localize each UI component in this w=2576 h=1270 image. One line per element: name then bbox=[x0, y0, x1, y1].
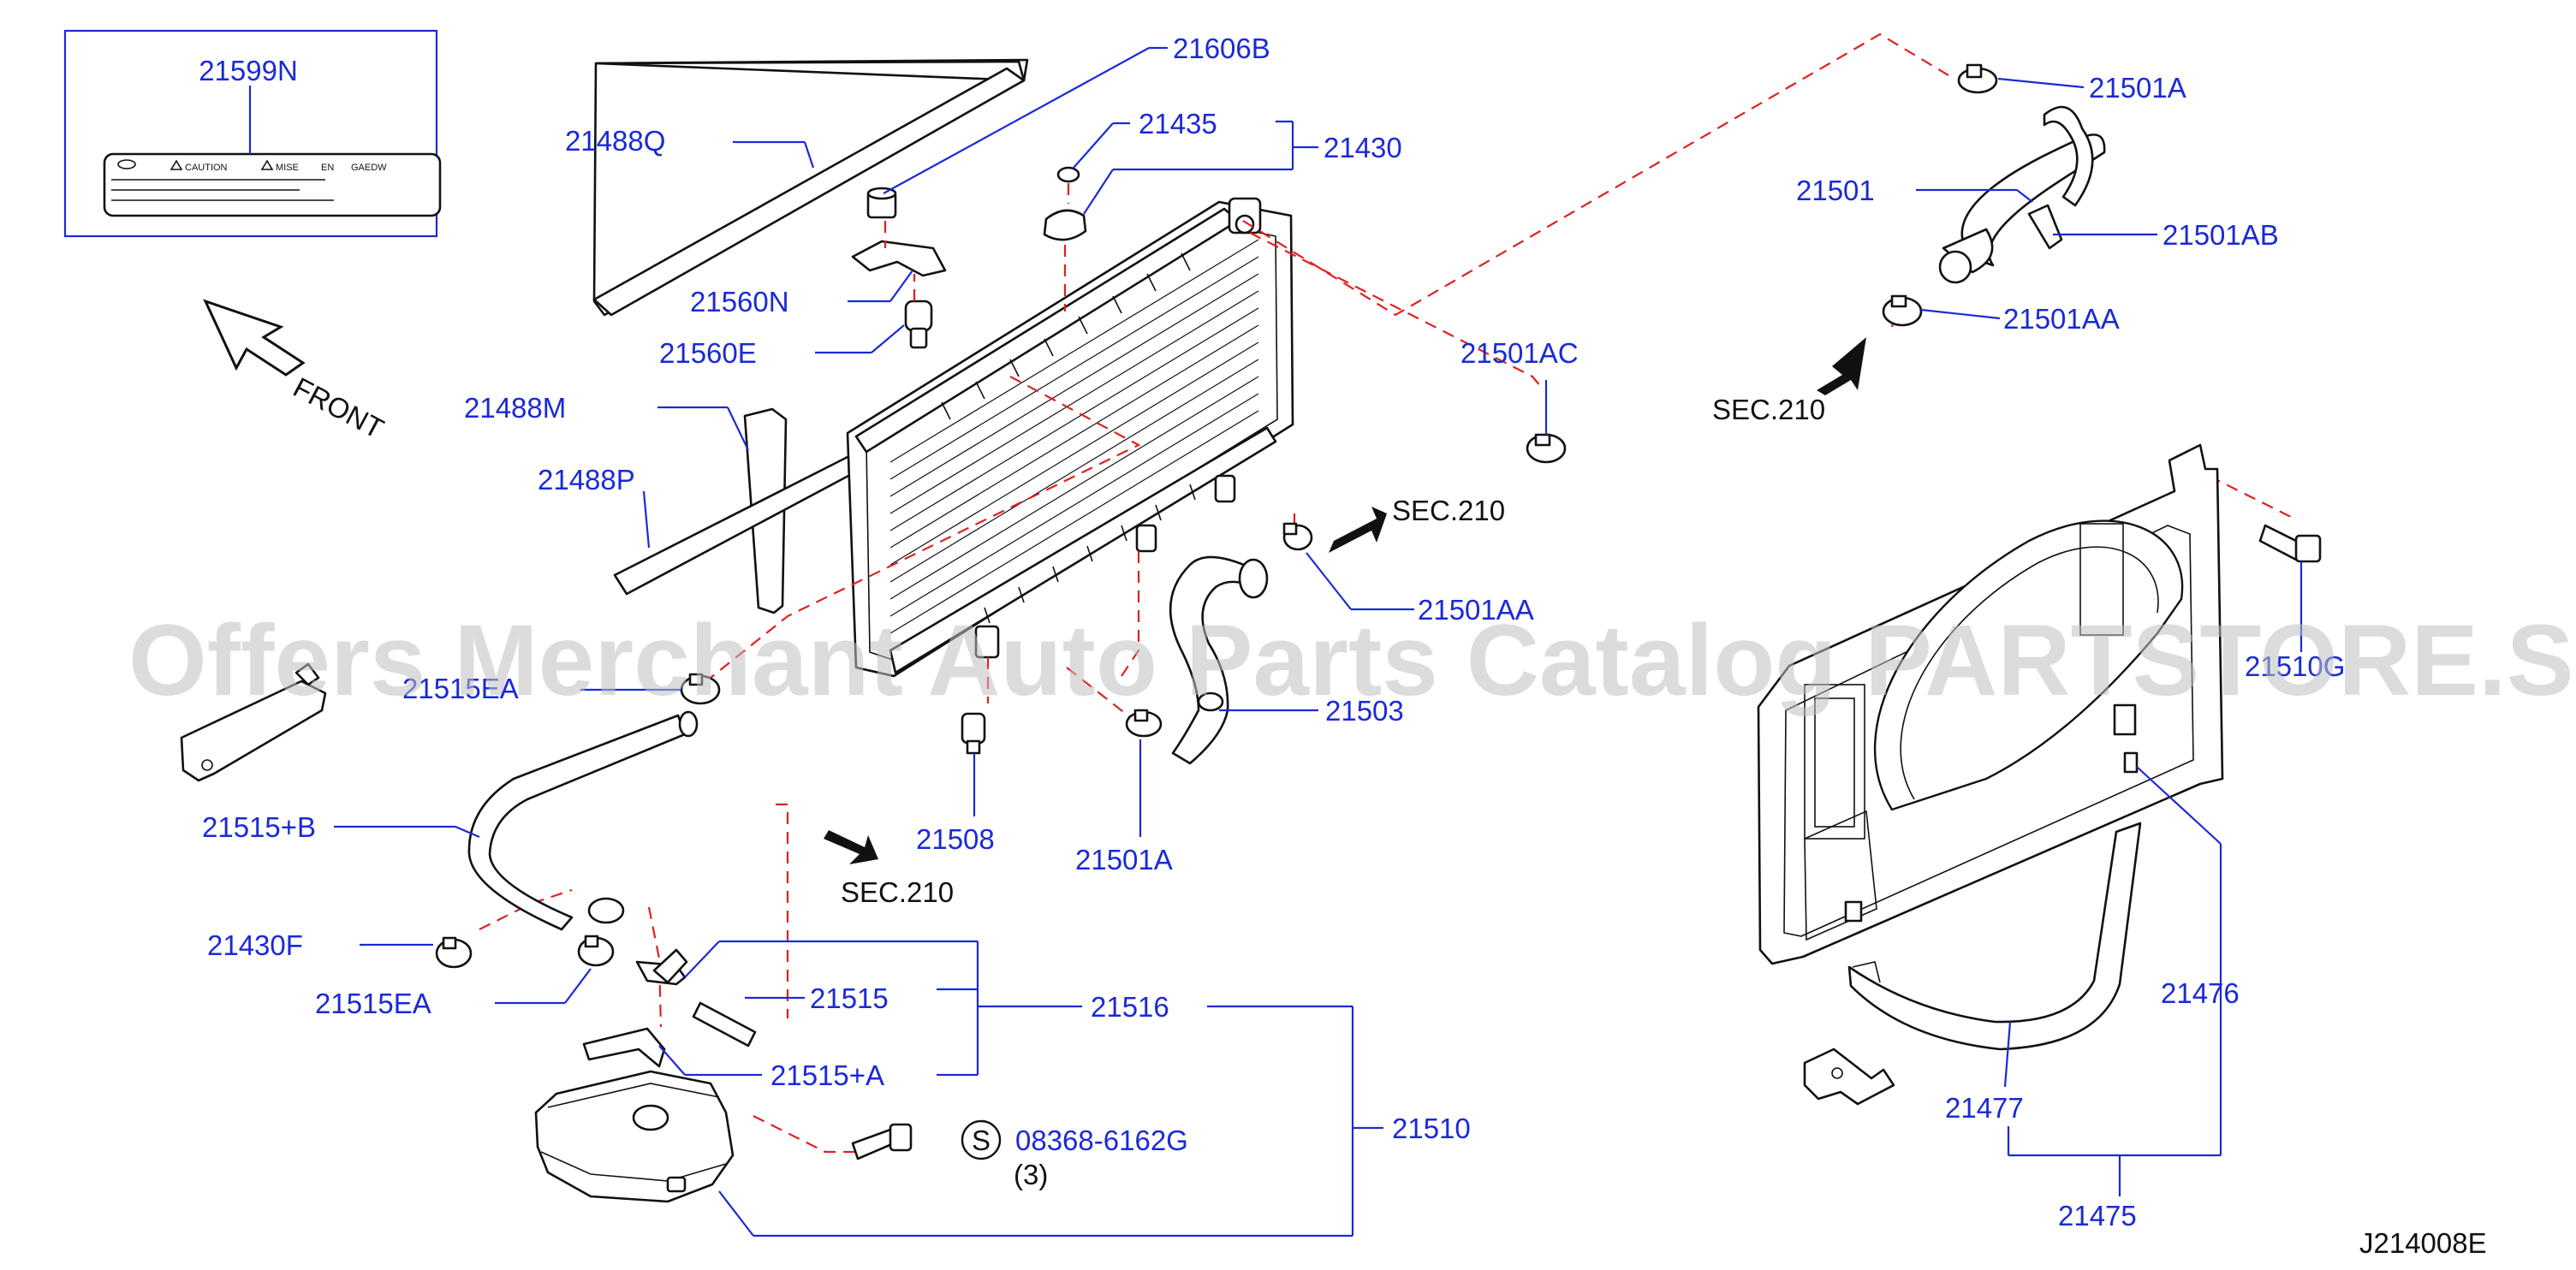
shroud-clip bbox=[1803, 1047, 1895, 1106]
sec210-arrow-low bbox=[824, 830, 878, 864]
fan-shroud bbox=[1757, 443, 2224, 965]
caution-text: CAUTION bbox=[185, 163, 228, 173]
caution-label-inset: CAUTION MISE EN GAEDW 21599N bbox=[63, 29, 442, 238]
lower-fan-shroud bbox=[1847, 822, 2142, 1051]
radiator-fins bbox=[889, 239, 1259, 634]
mise-text: MISE bbox=[276, 163, 299, 173]
part-21501[interactable]: 21501 bbox=[1796, 175, 1875, 206]
sec210-label-top: SEC.210 bbox=[1712, 394, 1825, 425]
s-marker: S bbox=[972, 1125, 991, 1156]
reservoir-bracket bbox=[180, 662, 327, 782]
overflow-hose-21515B bbox=[467, 673, 721, 931]
part-21510[interactable]: 21510 bbox=[1392, 1113, 1471, 1144]
reservoir-bolt bbox=[851, 1123, 913, 1160]
part-21501A-top[interactable]: 21501A bbox=[2089, 72, 2186, 104]
part-21488Q[interactable]: 21488Q bbox=[565, 125, 665, 157]
lower-radiator-hose bbox=[1125, 522, 1313, 765]
upper-mount-bracket bbox=[851, 187, 947, 277]
caution-label-plate bbox=[103, 152, 442, 217]
part-21488M[interactable]: 21488M bbox=[464, 392, 566, 424]
s-marker-circle bbox=[961, 1119, 1002, 1160]
upper-seal-strip bbox=[592, 58, 1029, 317]
part-21515EA[interactable]: 21515EA bbox=[315, 988, 431, 1019]
part-21501A-mid[interactable]: 21501A bbox=[1075, 844, 1173, 875]
part-21515EA-top[interactable]: 21515EA bbox=[402, 673, 519, 704]
part-21501AC[interactable]: 21501AC bbox=[1461, 337, 1579, 369]
radiator-cap bbox=[1043, 166, 1087, 241]
sec210-label-low: SEC.210 bbox=[841, 876, 954, 908]
warning-triangle-icon bbox=[170, 159, 183, 170]
part-21475[interactable]: 21475 bbox=[2058, 1200, 2137, 1231]
gaedw-text: GAEDW bbox=[351, 163, 387, 173]
sec210-arrow-mid bbox=[1329, 507, 1387, 553]
front-direction-arrow: FRONT bbox=[203, 299, 390, 445]
part-21560E[interactable]: 21560E bbox=[659, 337, 757, 369]
bolt-quantity: (3) bbox=[1014, 1159, 1048, 1190]
part-21488P[interactable]: 21488P bbox=[538, 464, 635, 496]
part-21560N[interactable]: 21560N bbox=[690, 286, 789, 318]
part-21515plusB[interactable]: 21515+B bbox=[202, 811, 316, 843]
en-text: EN bbox=[321, 163, 334, 173]
part-21515[interactable]: 21515 bbox=[810, 982, 889, 1014]
shroud-bolt bbox=[2258, 524, 2322, 563]
sec210-label-mid: SEC.210 bbox=[1392, 495, 1505, 526]
part-21501AB[interactable]: 21501AB bbox=[2163, 219, 2279, 251]
part-21599N[interactable]: 21599N bbox=[199, 55, 298, 86]
part-21510G[interactable]: 21510G bbox=[2245, 650, 2345, 682]
side-seal-strips bbox=[613, 407, 863, 614]
part-21606B[interactable]: 21606B bbox=[1173, 33, 1270, 64]
warning-triangle-icon bbox=[260, 159, 274, 170]
part-21435[interactable]: 21435 bbox=[1139, 108, 1217, 139]
watermark: Offers Merchant Auto Parts Catalog PARTS… bbox=[128, 604, 2576, 717]
part-21515plusA[interactable]: 21515+A bbox=[770, 1059, 884, 1091]
hose-clamp-21501AC bbox=[1526, 433, 1567, 464]
radiator-core bbox=[846, 197, 1294, 678]
part-21501AA-mid[interactable]: 21501AA bbox=[1418, 594, 1534, 626]
diagram-id: J214008E bbox=[2359, 1227, 2487, 1259]
part-21430[interactable]: 21430 bbox=[1324, 132, 1402, 163]
part-21477[interactable]: 21477 bbox=[1945, 1092, 2024, 1124]
reservoir-tank bbox=[534, 1070, 735, 1203]
drain-plug bbox=[961, 712, 986, 755]
upper-radiator-hose bbox=[1882, 63, 2106, 327]
hose-clamps-lower-left bbox=[435, 897, 625, 969]
part-21503[interactable]: 21503 bbox=[1325, 695, 1404, 727]
sec210-arrow-top bbox=[1817, 337, 1866, 395]
part-08368-6162G[interactable]: 08368-6162G bbox=[1015, 1125, 1188, 1156]
part-21516[interactable]: 21516 bbox=[1091, 991, 1169, 1023]
front-label: FRONT bbox=[289, 371, 390, 445]
part-21430F[interactable]: 21430F bbox=[207, 929, 303, 961]
mount-rubber bbox=[904, 300, 933, 349]
part-21501AA-top[interactable]: 21501AA bbox=[2003, 303, 2120, 335]
part-21508[interactable]: 21508 bbox=[916, 823, 995, 855]
part-21476[interactable]: 21476 bbox=[2161, 977, 2240, 1009]
reservoir-connector-hoses bbox=[582, 948, 757, 1068]
